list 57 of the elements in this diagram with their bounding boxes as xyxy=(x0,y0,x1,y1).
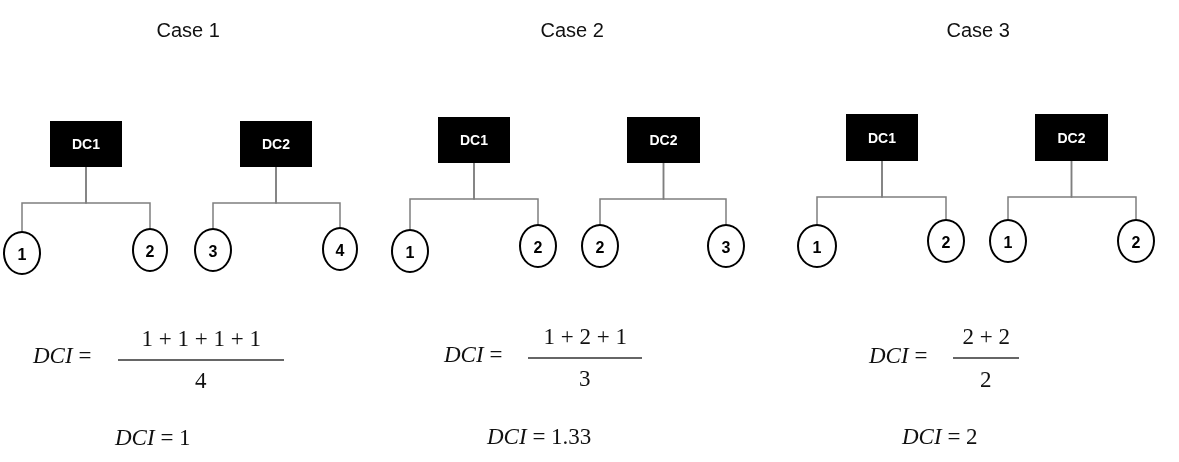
process-box xyxy=(240,121,312,167)
circle-node xyxy=(707,224,745,268)
circle-node xyxy=(322,227,358,271)
result-formula: DCI = 2 xyxy=(902,424,978,450)
process-box xyxy=(50,121,122,167)
node-number: 3 xyxy=(721,239,731,257)
node-number: 2 xyxy=(941,234,951,252)
circle-node xyxy=(519,224,557,268)
connector-line xyxy=(1070,160,1137,220)
box-label: DC1 xyxy=(72,136,100,152)
case-title: Case 1 xyxy=(156,18,220,42)
node-number: 2 xyxy=(1131,234,1141,252)
fraction-denominator: 4 xyxy=(195,368,207,394)
box-label: DC2 xyxy=(649,132,678,148)
connector-line xyxy=(881,160,947,220)
formula-lhs: DCI = xyxy=(33,343,92,369)
node-number: 2 xyxy=(595,239,605,257)
node-number: 1 xyxy=(405,244,415,262)
connector-line xyxy=(473,162,539,225)
circle-node xyxy=(194,228,232,272)
fraction-numerator: 1 + 1 + 1 + 1 xyxy=(141,326,261,352)
circle-node xyxy=(581,224,619,268)
process-box xyxy=(438,117,510,163)
circle-node xyxy=(797,224,837,268)
case-title: Case 2 xyxy=(540,18,604,42)
circle-node xyxy=(1117,219,1155,263)
node-number: 1 xyxy=(812,239,822,257)
circle-node xyxy=(3,231,41,275)
formula-lhs: DCI = xyxy=(869,343,928,369)
process-box xyxy=(846,114,918,161)
connector-line xyxy=(275,166,341,228)
connector-line xyxy=(662,162,727,225)
formula-lhs: DCI = xyxy=(444,342,503,368)
process-box xyxy=(627,117,700,163)
node-number: 4 xyxy=(335,242,345,260)
process-box xyxy=(1035,114,1108,161)
circle-node xyxy=(989,219,1027,263)
fraction-numerator: 2 + 2 xyxy=(962,324,1010,350)
node-number: 2 xyxy=(533,239,543,257)
connector-line xyxy=(85,166,151,229)
node-number: 1 xyxy=(1003,234,1013,252)
box-label: DC2 xyxy=(262,136,290,152)
case-title: Case 3 xyxy=(946,18,1010,42)
box-label: DC1 xyxy=(460,132,488,148)
result-formula: DCI = 1 xyxy=(115,425,191,451)
fraction-denominator: 3 xyxy=(579,366,591,392)
fraction-denominator: 2 xyxy=(980,367,992,393)
fraction-numerator: 1 + 2 + 1 xyxy=(543,324,627,350)
circle-node xyxy=(132,228,168,272)
box-label: DC2 xyxy=(1057,129,1086,146)
node-number: 1 xyxy=(17,246,27,264)
circle-node xyxy=(391,229,429,273)
circle-node xyxy=(927,219,965,263)
node-number: 2 xyxy=(145,243,155,261)
node-number: 3 xyxy=(208,243,218,261)
box-label: DC1 xyxy=(868,129,896,146)
result-formula: DCI = 1.33 xyxy=(487,424,592,450)
